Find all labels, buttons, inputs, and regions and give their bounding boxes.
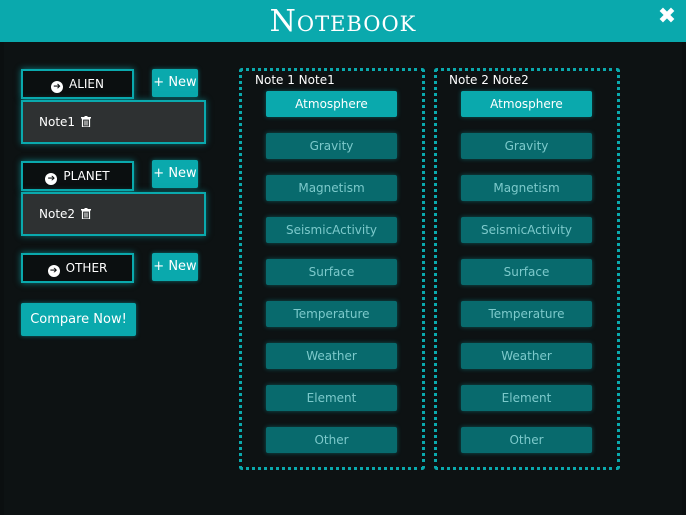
category-label: OTHER xyxy=(65,261,108,275)
note-item[interactable]: Note1 xyxy=(39,115,76,129)
panel1-attribute-seismicactivity-button[interactable]: SeismicActivity xyxy=(266,217,397,243)
close-icon[interactable]: ✖ xyxy=(657,4,677,29)
arrow-right-circle-icon: ➔ xyxy=(45,173,58,185)
category-other-button[interactable]: ➔ OTHER xyxy=(21,253,134,283)
note-item[interactable]: Note2 xyxy=(39,207,76,221)
panel1-attribute-gravity-button[interactable]: Gravity xyxy=(266,133,397,159)
category-alien-button[interactable]: ➔ ALIEN xyxy=(21,69,134,99)
alien-notes-list: Note1 xyxy=(21,100,206,144)
panel2-attribute-surface-button[interactable]: Surface xyxy=(461,259,592,285)
note-panel-1-title: Note 1 Note1 xyxy=(255,73,335,87)
arrow-right-circle-icon: ➔ xyxy=(51,81,63,93)
arrow-right-circle-icon: ➔ xyxy=(47,265,60,277)
panel2-attribute-atmosphere-button[interactable]: Atmosphere xyxy=(461,91,592,117)
new-planet-note-button[interactable]: + New xyxy=(152,160,198,188)
title-bar xyxy=(0,0,686,42)
panel1-attribute-other-button[interactable]: Other xyxy=(266,427,397,453)
panel2-attribute-weather-button[interactable]: Weather xyxy=(461,343,592,369)
new-other-note-button[interactable]: + New xyxy=(152,253,198,281)
note-panel-2-title: Note 2 Note2 xyxy=(449,73,529,87)
panel2-attribute-magnetism-button[interactable]: Magnetism xyxy=(461,175,592,201)
category-label: ALIEN xyxy=(69,77,104,91)
panel1-attribute-atmosphere-button[interactable]: Atmosphere xyxy=(266,91,397,117)
panel1-attribute-temperature-button[interactable]: Temperature xyxy=(266,301,397,327)
planet-notes-list: Note2 xyxy=(21,192,206,236)
panel2-attribute-other-button[interactable]: Other xyxy=(461,427,592,453)
panel2-attribute-gravity-button[interactable]: Gravity xyxy=(461,133,592,159)
notebook-content: ➔ ALIEN + New Note1 ➔ PLANET + New Note2 ➔… xyxy=(4,42,682,515)
note-panel-1 xyxy=(239,68,425,470)
panel2-attribute-seismicactivity-button[interactable]: SeismicActivity xyxy=(461,217,592,243)
panel1-attribute-surface-button[interactable]: Surface xyxy=(266,259,397,285)
trash-icon[interactable] xyxy=(81,208,92,219)
new-alien-note-button[interactable]: + New xyxy=(152,69,198,97)
compare-now-button[interactable]: Compare Now! xyxy=(21,303,136,336)
category-label: PLANET xyxy=(63,169,110,183)
window-title: Notebook xyxy=(269,4,417,39)
panel2-attribute-temperature-button[interactable]: Temperature xyxy=(461,301,592,327)
panel1-attribute-element-button[interactable]: Element xyxy=(266,385,397,411)
note-panel-2 xyxy=(434,68,620,470)
panel2-attribute-element-button[interactable]: Element xyxy=(461,385,592,411)
category-planet-button[interactable]: ➔ PLANET xyxy=(21,161,134,191)
panel1-attribute-weather-button[interactable]: Weather xyxy=(266,343,397,369)
trash-icon[interactable] xyxy=(81,116,92,127)
panel1-attribute-magnetism-button[interactable]: Magnetism xyxy=(266,175,397,201)
